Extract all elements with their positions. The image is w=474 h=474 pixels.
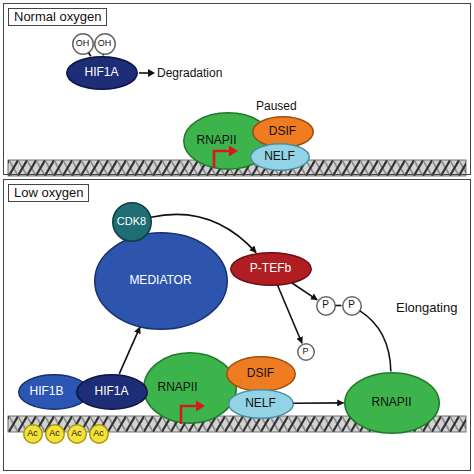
activation-arrow xyxy=(293,402,343,404)
phosphate-group: P xyxy=(316,296,336,316)
hydroxyl-group: OH xyxy=(72,33,94,55)
node-outline-shape xyxy=(342,296,361,315)
node-label: P-TEFb xyxy=(250,262,291,275)
node-label: Ac xyxy=(71,429,82,438)
acetyl-mark: Ac xyxy=(89,424,109,444)
degradation-arrow-head xyxy=(148,69,155,77)
node-label: RNAPII xyxy=(157,381,197,394)
node-label: HIF1A xyxy=(94,385,128,398)
node-label: MEDIATOR xyxy=(129,274,191,287)
node-outline-shape xyxy=(67,424,86,443)
node-label: OH xyxy=(76,39,90,48)
node-outline-shape xyxy=(23,424,42,443)
activation-arrow xyxy=(292,283,317,300)
node-outline-shape xyxy=(230,252,311,285)
node-outline-shape xyxy=(226,356,295,391)
degradation-arrow xyxy=(139,72,149,74)
protein-hif1a: HIF1A xyxy=(76,374,148,410)
node-outline-shape xyxy=(112,202,151,241)
condition-panel: Normal oxygenOH OH HIF1A RNAPII DSIF NELF xyxy=(3,3,471,175)
node-outline-shape xyxy=(297,343,314,360)
node-outline-shape xyxy=(76,374,147,409)
node-outline-shape xyxy=(316,296,335,315)
protein-dsif: DSIF xyxy=(226,356,296,392)
node-label: Ac xyxy=(27,429,38,438)
node-outline-shape xyxy=(72,33,93,54)
node-label: NELF xyxy=(245,397,276,410)
acetyl-mark: Ac xyxy=(67,424,87,444)
node-label: P xyxy=(322,300,329,311)
rna-polymerase: RNAPII xyxy=(344,372,440,434)
phosphate-group: P xyxy=(342,296,362,316)
link-line xyxy=(360,311,391,372)
activation-arrow xyxy=(119,327,140,374)
rna-polymerase: RNAPII xyxy=(143,352,237,424)
link-line xyxy=(336,305,342,307)
node-outline-shape xyxy=(228,389,293,418)
node-label: HIF1A xyxy=(84,66,118,79)
condition-panel: Low oxygenCDK8MEDIATOR P-TEFbP P RNAPII DSIF… xyxy=(3,179,471,471)
node-label: OH xyxy=(98,39,112,48)
node-outline-shape xyxy=(94,232,227,329)
hydroxyl-group: OH xyxy=(94,33,116,55)
panel-heading: Normal oxygen xyxy=(8,8,107,26)
node-label: P xyxy=(348,300,355,311)
node-outline-shape xyxy=(94,33,115,54)
protein-nelf: NELF xyxy=(250,143,310,171)
phosphate-group: P xyxy=(297,343,315,361)
link-line xyxy=(89,53,91,57)
node-label: RNAPII xyxy=(371,396,411,409)
node-label: RNAPII xyxy=(196,134,236,147)
acetyl-mark: Ac xyxy=(45,424,65,444)
node-outline-shape xyxy=(45,424,64,443)
node-label: HIF1B xyxy=(29,385,63,398)
node-outline-shape xyxy=(250,143,309,170)
state-label: Paused xyxy=(256,99,297,113)
acetyl-mark: Ac xyxy=(23,424,43,444)
panel-heading: Low oxygen xyxy=(8,184,89,202)
node-outline-shape xyxy=(143,352,236,423)
node-label: NELF xyxy=(264,150,295,163)
node-outline-shape xyxy=(66,56,137,89)
node-label: Ac xyxy=(93,429,104,438)
node-label: P xyxy=(302,347,308,356)
node-label: CDK8 xyxy=(117,216,146,228)
protein-nelf: NELF xyxy=(228,389,294,419)
kinase-cdk8: CDK8 xyxy=(112,202,152,242)
node-outline-shape xyxy=(252,116,313,147)
activation-arrow xyxy=(278,285,302,343)
mediator-complex: MEDIATOR xyxy=(94,232,228,330)
protein-ptefb: P-TEFb xyxy=(230,252,312,286)
state-label: Degradation xyxy=(157,66,222,80)
link-line xyxy=(102,54,104,55)
state-label: Elongating xyxy=(396,300,457,315)
protein-hif1a: HIF1A xyxy=(66,56,138,90)
node-outline-shape xyxy=(89,424,108,443)
node-label: DSIF xyxy=(269,125,296,138)
node-outline-shape xyxy=(344,372,439,433)
node-label: Ac xyxy=(49,429,60,438)
node-label: DSIF xyxy=(247,367,274,380)
